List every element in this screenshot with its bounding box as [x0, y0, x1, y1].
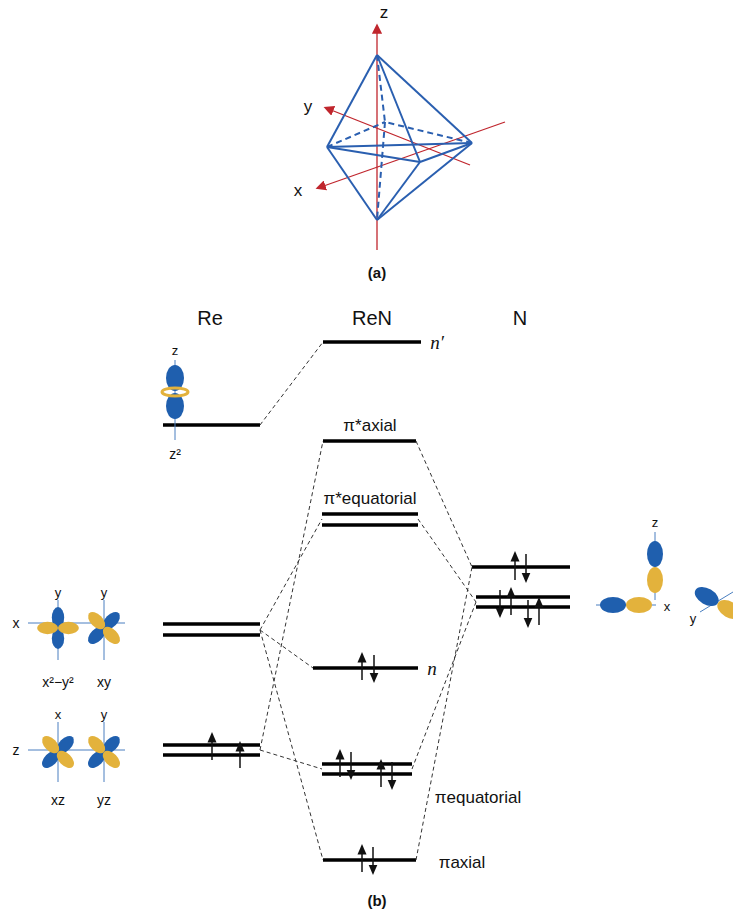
electrons	[212, 554, 539, 872]
level-label: n′	[430, 333, 444, 352]
energy-levels	[163, 342, 570, 860]
axis-label: x	[13, 616, 20, 630]
level-label: πequatorial	[435, 789, 521, 806]
axis-label: z	[380, 4, 389, 21]
axis-label: y	[690, 612, 697, 625]
octahedron	[318, 26, 505, 250]
column-heading: ReN	[352, 308, 392, 328]
orbital-label: xy	[97, 675, 111, 689]
panel-label: (b)	[367, 893, 386, 908]
axis-label: x	[55, 708, 62, 721]
axis-label: x	[664, 600, 671, 613]
column-heading: Re	[197, 308, 223, 328]
orbital-label: z²	[169, 447, 181, 461]
axis-label: y	[101, 586, 108, 599]
p-orbitals	[596, 532, 733, 623]
dxz-dyz-orbitals	[28, 722, 134, 782]
axis-label: x	[294, 182, 303, 199]
level-label: πaxial	[439, 854, 486, 871]
axis-label: y	[304, 98, 313, 115]
level-label: π*axial	[343, 417, 396, 434]
axis-label: z	[172, 344, 179, 357]
axis-label: z	[13, 743, 20, 757]
axis-label: y	[101, 708, 108, 721]
axis-label: z	[652, 516, 659, 529]
panel-label: (a)	[368, 265, 386, 280]
level-label: n	[427, 659, 437, 678]
level-label: π*equatorial	[323, 490, 416, 507]
orbital-label: yz	[97, 793, 111, 807]
dz2-orbital	[162, 360, 188, 440]
orbital-label: xz	[51, 793, 65, 807]
column-heading: N	[513, 308, 527, 328]
correlation-lines	[260, 342, 476, 860]
dx2y2-dxy-orbitals	[28, 598, 134, 660]
orbital-label: x²−y²	[42, 675, 74, 689]
axis-label: y	[55, 586, 62, 599]
